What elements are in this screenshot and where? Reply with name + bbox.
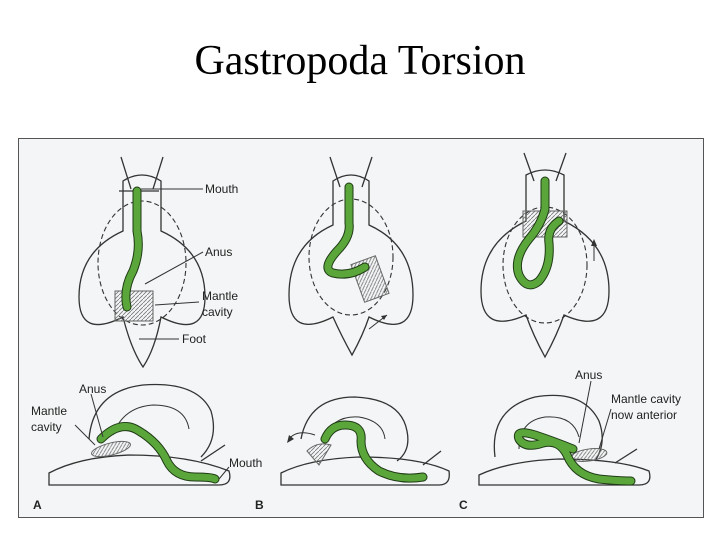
- panel-letter-c: C: [459, 498, 468, 512]
- lateral-view-c: Anus Mantle cavity now anterior C: [459, 368, 681, 512]
- label-c-mantle-line1: Mantle cavity: [611, 392, 681, 406]
- tentacles-a: [119, 156, 164, 192]
- foot-c: [478, 458, 651, 486]
- slide-title: Gastropoda Torsion: [194, 38, 526, 84]
- tentacle-b: [422, 450, 442, 466]
- mantle-cavity-lat-a: [91, 440, 131, 458]
- label-foot: Foot: [182, 332, 207, 346]
- tentacles-c: [523, 152, 567, 182]
- label-c-anus: Anus: [575, 368, 602, 382]
- shell-ring-a: [97, 200, 187, 326]
- lateral-view-b: B: [255, 396, 450, 512]
- label-mouth: Mouth: [205, 182, 238, 196]
- label-mantle-line2: cavity: [202, 305, 233, 319]
- body-outline-c: [480, 169, 610, 359]
- tentacles-b: [329, 156, 373, 188]
- label-mantle-line1: Mantle: [202, 289, 238, 303]
- label-a-mantle-line1: Mantle: [31, 404, 67, 418]
- top-view-c: [480, 152, 610, 359]
- body-outline-b: [288, 174, 414, 357]
- shell-a: [88, 383, 215, 458]
- mantle-cavity-lat-b: [306, 443, 332, 466]
- foot-a: [48, 454, 231, 486]
- torsion-diagram: Mouth Anus Mantle cavity Foot: [31, 152, 681, 512]
- mantle-cavity-b: [350, 255, 390, 303]
- panel-letter-a: A: [33, 498, 42, 512]
- top-view-a: Mouth Anus Mantle cavity Foot: [78, 156, 238, 369]
- label-c-mantle-line2: now anterior: [611, 408, 677, 422]
- torsion-figure: Mouth Anus Mantle cavity Foot: [18, 138, 704, 518]
- shell-b: [300, 396, 409, 462]
- tentacle-c: [614, 448, 638, 464]
- tentacle-a: [200, 444, 226, 462]
- lateral-view-a: Anus Mantle cavity Mouth A: [31, 382, 262, 512]
- mantle-cavity-a: [114, 290, 154, 322]
- top-view-b: [288, 156, 414, 357]
- label-anus: Anus: [205, 245, 232, 259]
- panel-letter-b: B: [255, 498, 264, 512]
- label-a-mantle-line2: cavity: [31, 420, 62, 434]
- label-a-anus: Anus: [79, 382, 106, 396]
- body-outline-a: [78, 174, 206, 369]
- label-a-mouth: Mouth: [229, 456, 262, 470]
